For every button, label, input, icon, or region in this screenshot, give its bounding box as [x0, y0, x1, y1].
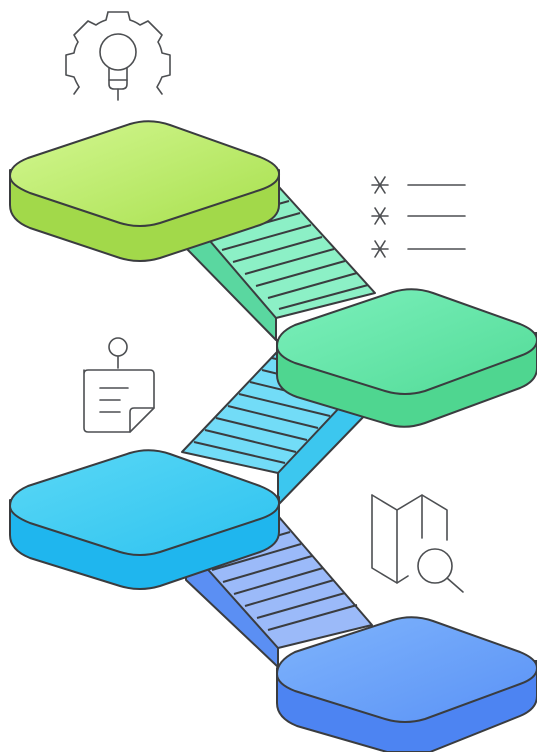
map-search-icon	[371, 494, 464, 593]
checklist-row-2	[371, 207, 466, 225]
platform-1	[9, 120, 281, 262]
platform-3	[9, 449, 281, 590]
checklist-row-3	[371, 240, 466, 258]
gear-lightbulb-icon	[65, 11, 171, 101]
platform-4	[276, 616, 537, 752]
platform-2	[276, 288, 537, 428]
checklist-icon	[371, 176, 466, 258]
pinned-note-icon	[83, 337, 155, 433]
checklist-row-1	[371, 176, 466, 194]
